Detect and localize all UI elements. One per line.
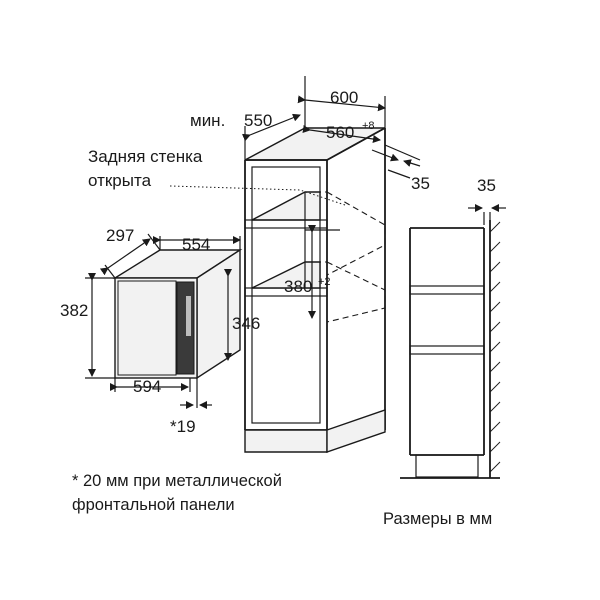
dim-600: 600: [330, 88, 358, 107]
dim-297: 297: [106, 226, 134, 245]
dim-35-cabinet: 35: [411, 174, 430, 193]
open-back-upper: [326, 191, 386, 276]
dim-19: *19: [170, 417, 196, 436]
tall-cabinet-drawing: [244, 127, 386, 453]
rear-wall-label-line2: открыта: [88, 171, 152, 190]
rear-wall-label-line1: Задняя стенка: [88, 147, 203, 166]
dim-554: 554: [182, 235, 210, 254]
open-back-lower: [326, 261, 386, 323]
tolerance-380: +2: [318, 276, 331, 288]
microwave-drawing: [112, 248, 243, 380]
dim-560: 560: [326, 123, 354, 142]
upper-shelf: [251, 191, 321, 221]
dim-380: 380: [284, 277, 312, 296]
dim-min-label: мин.: [190, 111, 225, 130]
dim-346: 346: [232, 314, 260, 333]
dim-382: 382: [60, 301, 88, 320]
cabinet-plinth: [244, 429, 328, 453]
microwave-door: [117, 280, 177, 376]
dim-35-wall: 35: [477, 176, 496, 195]
cabinet-top: [244, 127, 386, 161]
microwave-control-panel: [176, 281, 195, 375]
side-section-drawing: [400, 204, 506, 479]
cabinet-plinth-side: [326, 409, 386, 453]
dim-594: 594: [133, 377, 161, 396]
microwave-dimensions: [85, 233, 241, 409]
microwave-display: [186, 296, 191, 336]
wall-hatch: [489, 221, 501, 473]
cabinet-dimensions: [169, 76, 421, 319]
footnote-line2: фронтальной панели: [72, 496, 235, 514]
dim-550: 550: [244, 111, 272, 130]
units-note: Размеры в мм: [383, 510, 492, 528]
footnote-line1: * 20 мм при металлической: [72, 472, 282, 490]
tolerance-560: +8: [362, 120, 375, 132]
